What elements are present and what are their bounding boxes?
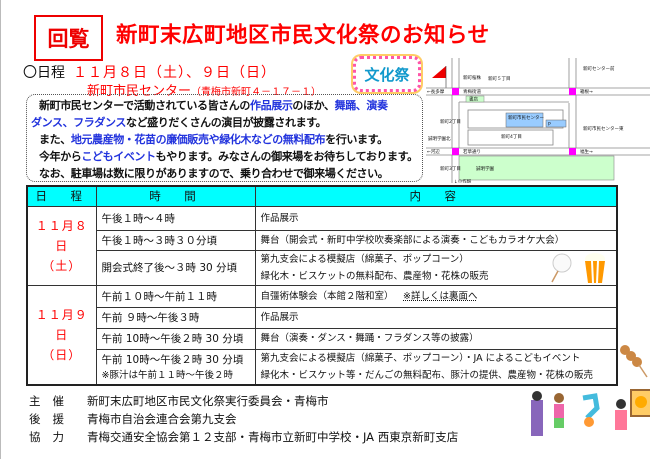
festival-badge: 文化祭: [353, 56, 421, 92]
intro-line: なお、駐車場は数に限りがありますので、乗り合わせで御来場ください。: [39, 167, 389, 180]
content-cell: 自彊術体験会（本館２階和室） ※詳しくは裏面へ: [254, 284, 618, 308]
header-date: 日 程: [26, 185, 97, 207]
time-cell: 午後１時～３時３０分頃: [95, 229, 256, 251]
content-cell: 作品展示: [254, 306, 618, 329]
map-label: 新町５丁目: [488, 75, 511, 82]
header-content: 内 容: [254, 185, 618, 207]
map-label: 新町3丁目: [440, 165, 461, 172]
content-cell: 第九支会による模擬店（綿菓子、ポップコーン）・JA によるこどもイベント緑化木・…: [254, 348, 618, 386]
venue-name: 新町市民センター: [87, 84, 192, 99]
page-title: 新町末広町地区市民文化祭のお知らせ: [116, 23, 490, 48]
map-label: ←河辺: [427, 148, 440, 155]
map-label: 青梅街道: [463, 88, 481, 95]
map-label: 福生→: [580, 148, 593, 155]
time-cell: 午後１時～４時: [95, 205, 256, 231]
time-cell: 開会式終了後～３時 30 分頃: [95, 249, 256, 286]
day-cell: １１月９日（日）: [26, 284, 97, 386]
table-row: 開会式終了後～３時 30 分頃第九支会による模擬店（綿菓子、ポップコーン）緑化木…: [27, 249, 618, 287]
content-cell: 舞台（演奏・ダンス・舞踊・フラダンス等の披露）: [254, 327, 618, 350]
map-label: 若草通り: [463, 148, 481, 155]
table-row: 午前 10時～午後２時 30 分頃舞台（演奏・ダンス・舞踊・フラダンス等の披露）: [27, 327, 618, 350]
content-cell: 第九支会による模擬店（綿菓子、ポップコーン）緑化木・ビスケットの無料配布、農産物…: [254, 249, 618, 287]
footer-support: 後援青梅市自治会連合会第九支会: [29, 412, 237, 426]
map-label: 誠明学園: [476, 165, 494, 172]
map-label: P: [548, 122, 551, 128]
table-row: 午後１時～３時３０分頃舞台（開会式・新町中学校吹奏楽部による演奏・こどもカラオケ…: [27, 229, 618, 251]
map-label: 誠明学園北: [428, 135, 451, 142]
map-label: 新町市民センター東: [583, 125, 624, 132]
time-cell: 午前１０時～午前１１時: [95, 284, 256, 308]
map-label: 新町4丁目: [501, 133, 522, 140]
footer-organizer: 主催新町末広町地区市民文化祭実行委員会・青梅市: [29, 394, 329, 408]
content-cell: 作品展示: [254, 205, 618, 231]
intro-line: 今年からこどもイベントもやります。みなさんの御来場をお待ちしております。: [39, 150, 418, 163]
content-cell: 舞台（開会式・新町中学校吹奏楽部による演奏・こどもカラオケ大会）: [254, 229, 618, 251]
map-label: ←長多摩: [427, 88, 445, 95]
circulation-stamp: 回覧: [34, 15, 103, 61]
map-label: 書店: [469, 96, 478, 103]
map-label: 箱根→: [580, 88, 593, 95]
time-cell: 午前 ９時～午後３時: [95, 306, 256, 329]
north-arrow-icon: [432, 66, 446, 78]
schedule-dates: １１月８日（土）、９日（日）: [73, 65, 276, 81]
footer-cooperation: 協力青梅交通安全協会第１２支部・青梅市立新町中学校・JA 西東京新町支店: [29, 430, 459, 444]
map-label: 新町桜株: [463, 74, 481, 81]
table-row: １１月８日（土）午後１時～４時作品展示: [26, 205, 618, 286]
map-label: ↓小作駅: [454, 178, 472, 183]
access-map: 新町桜株新町５丁目新町センター前←長多摩青梅街道箱根→書店新町2丁目新町市民セン…: [426, 58, 650, 183]
table-row: １１月９日（日）午前１０時～午前１１時自彊術体験会（本館２階和室） ※詳しくは裏…: [26, 284, 618, 386]
dango-icon: [619, 345, 649, 384]
table-row: 午前 ９時～午後３時作品展示: [27, 306, 618, 329]
cotton-candy-icon: [550, 253, 572, 286]
map-label: 新町市民センター: [508, 114, 544, 121]
header-time: 時 間: [95, 185, 256, 207]
performers-illustration: [523, 388, 650, 444]
schedule-label: 〇日程: [23, 65, 65, 81]
day-cell: １１月８日（土）: [26, 205, 97, 286]
schedule-table: 日 程 時 間 内 容 １１月８日（土）午後１時～４時作品展示午後１時～３時３０…: [26, 185, 618, 386]
intro-line: ダンス、フラダンスなど盛りだくさんの演目が披露されます。: [31, 116, 327, 129]
time-cell: 午前 10時～午後２時 30 分頃※豚汁は午前１１時～午後２時: [95, 348, 256, 386]
venue: 新町市民センター（青梅市新町４－１７－１）: [87, 80, 321, 99]
map-label: 新町2丁目: [440, 118, 461, 125]
details-note: ※詳しくは裏面へ: [403, 290, 478, 302]
venue-address: （青梅市新町４－１７－１）: [191, 87, 322, 98]
intro-box: 新町市民センターで活動されている皆さんの作品展示のほか、舞踊、演奏 ダンス、フラ…: [26, 94, 423, 182]
intro-line: 新町市民センターで活動されている皆さんの作品展示のほか、舞踊、演奏: [39, 99, 388, 112]
map-label: 新町センター前: [583, 65, 615, 72]
intro-line: また、地元農産物・花苗の廉価販売や緑化木などの無料配布を行います。: [39, 133, 388, 146]
popcorn-icon: [584, 252, 606, 287]
time-cell: 午前 10時～午後２時 30 分頃: [95, 327, 256, 350]
table-row: 午前 10時～午後２時 30 分頃※豚汁は午前１１時～午後２時第九支会による模擬…: [27, 348, 618, 386]
